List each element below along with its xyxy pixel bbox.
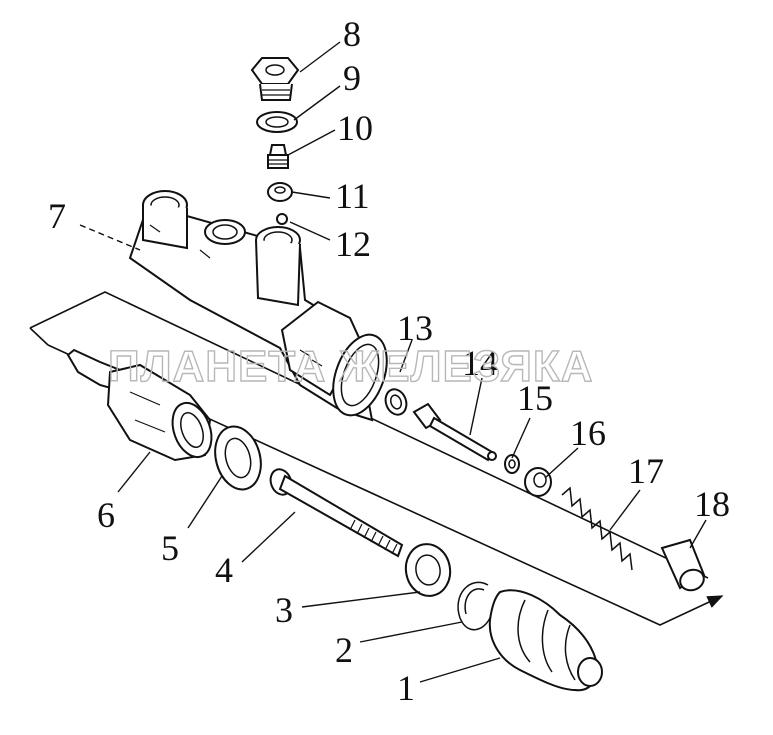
- callout-8: 8: [343, 14, 361, 54]
- part-3-washer: [404, 543, 452, 597]
- part-13-nut: [384, 388, 408, 416]
- callout-4: 4: [215, 550, 233, 590]
- callout-5: 5: [161, 528, 179, 568]
- callout-16: 16: [570, 413, 606, 453]
- callout-9: 9: [343, 58, 361, 98]
- part-8-nut: [250, 57, 300, 101]
- part-2-snap-ring: [457, 581, 493, 631]
- callout-11: 11: [335, 176, 370, 216]
- part-18-sleeve: [660, 538, 706, 592]
- callout-6: 6: [97, 495, 115, 535]
- part-9-washer: [256, 111, 298, 133]
- part-4-push-rod: [269, 468, 404, 558]
- callout-15: 15: [517, 378, 553, 418]
- callout-7: 7: [48, 196, 66, 236]
- part-12-ball: [276, 213, 288, 225]
- callout-10: 10: [337, 108, 373, 148]
- callout-3: 3: [275, 590, 293, 630]
- part-17-spring: [561, 486, 633, 571]
- watermark: ПЛАНЕТА ЖЕЛЕЗЯКА: [108, 342, 594, 391]
- part-16-spring-seat: [524, 467, 552, 497]
- callout-14: 14: [462, 343, 498, 383]
- callout-12: 12: [335, 224, 371, 264]
- callout-18: 18: [694, 484, 730, 524]
- callout-1: 1: [397, 668, 415, 708]
- callout-13: 13: [397, 308, 433, 348]
- part-7-cylinder-body: [128, 190, 388, 422]
- part-14-valve-stem: [412, 402, 497, 462]
- callout-2: 2: [335, 630, 353, 670]
- callout-17: 17: [628, 451, 664, 491]
- part-10-fitting: [267, 144, 289, 169]
- part-11-seat: [267, 182, 293, 202]
- part-1-boot: [488, 589, 603, 692]
- part-15-washer: [504, 454, 520, 474]
- part-6-piston: [66, 348, 213, 462]
- leader-lines: [79, 41, 707, 683]
- part-5-seal: [214, 425, 262, 491]
